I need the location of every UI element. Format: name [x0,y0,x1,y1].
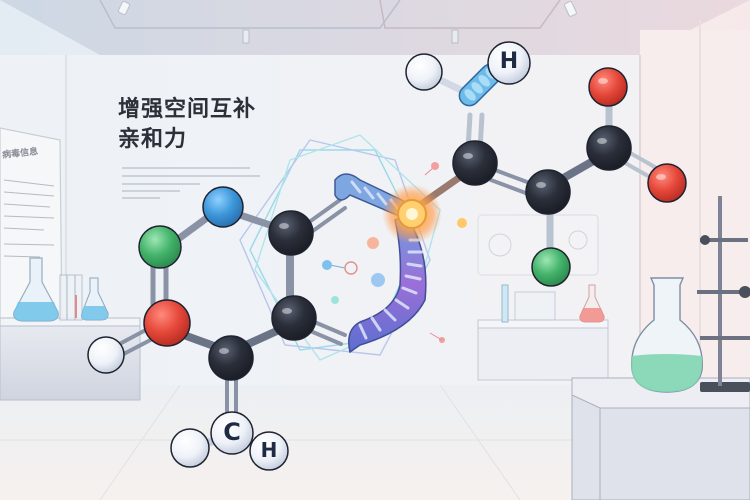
oxygen-atom [588,67,628,107]
erlenmeyer-flask-green [630,277,704,393]
headline-line-1: 增强空间互补 [118,97,257,122]
bottom-hydrogen-label: H [260,438,278,462]
chlorine-atom [138,225,182,269]
headline-line-2: 亲和力 [118,127,188,152]
small-floating-molecules [322,162,467,343]
molecule-atoms [87,41,687,471]
nitrogen-atom [202,186,244,228]
top-hydrogen-label: H [499,49,519,74]
headline-subtext [122,167,260,199]
left-lab-bench [0,257,141,401]
carbon-atom [586,125,632,171]
oxygen-atom [647,163,687,203]
hydrogen-label-atom [487,41,531,85]
atom-highlights [219,78,666,354]
carbon-label-atom [210,411,254,455]
ring-stand [697,196,750,392]
hydrogen-atom [170,428,210,468]
hydrogen-label-atom [249,431,289,471]
bottom-carbon-label: C [223,418,241,446]
headline: 增强空间互补 亲和力 [118,95,256,155]
carbon-atom [525,169,571,215]
binding-glow-node [382,184,442,244]
hydrogen-atom [405,53,443,91]
hydrogen-atom [87,336,125,374]
back-lab-bench [477,284,609,381]
carbon-atom [271,295,317,341]
carbon-atom [452,140,498,186]
carbon-atom [268,210,314,256]
chlorine-atom [531,247,571,287]
carbon-atom [208,335,254,381]
right-lab-bench [571,377,750,500]
oxygen-atom [143,299,191,347]
